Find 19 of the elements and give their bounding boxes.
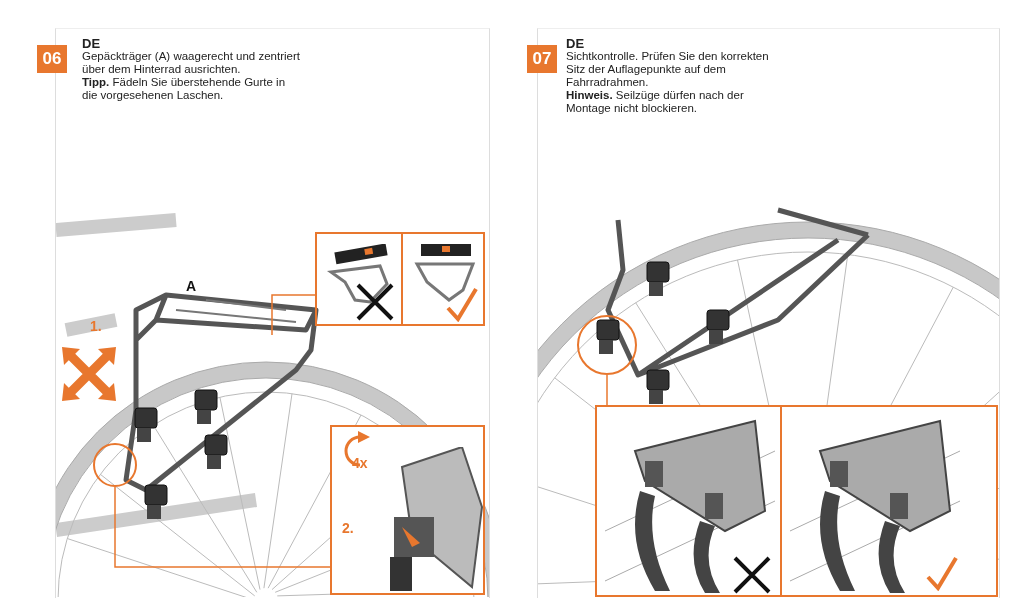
highlight-circle	[577, 315, 637, 375]
part-letter: A	[186, 278, 197, 294]
step-number: 07	[527, 45, 557, 73]
step-number: 06	[37, 45, 67, 73]
leader-line	[606, 374, 608, 406]
inset-frame	[330, 425, 485, 595]
inset-frame	[595, 405, 998, 597]
language-heading: DE	[82, 37, 101, 50]
instruction-text: Tipp. Fädeln Sie überstehende Gurte in die vorgesehenen Laschen.	[82, 76, 287, 102]
instruction-text: Gepäckträger (A) waagerecht und zentriert über dem Hinterrad ausrichten.	[82, 50, 301, 76]
language-heading: DE	[566, 37, 585, 50]
instruction-text: Sichtkontrolle. Prüfen Sie den korrekten Sitz der Auflagepunkte auf dem Fahrradrahmen.	[566, 50, 770, 89]
inset-frame	[315, 232, 485, 326]
step-label: 1.	[90, 318, 102, 334]
instruction-text: Hinweis. Seilzüge dürfen nach der Montage nicht blockieren.	[566, 89, 745, 115]
leader-line	[271, 294, 316, 336]
leader-line	[114, 486, 331, 568]
step-label: 2.	[342, 520, 354, 536]
highlight-circle	[93, 443, 137, 487]
